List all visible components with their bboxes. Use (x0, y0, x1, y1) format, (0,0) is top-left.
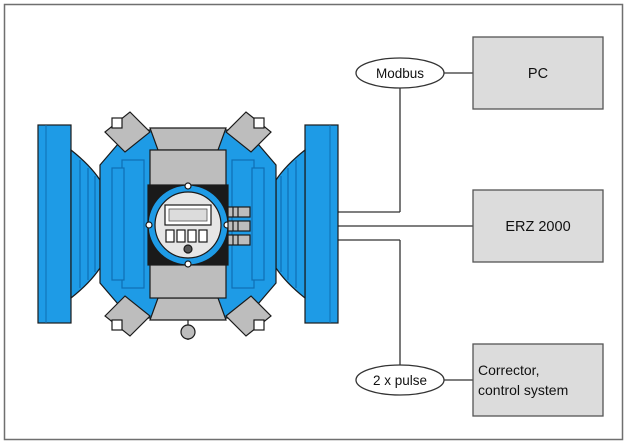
right-flange (304, 124, 339, 324)
left-flange (37, 124, 72, 324)
top-cover (149, 127, 227, 151)
erz-box (472, 189, 604, 263)
corner-clamps (104, 111, 272, 337)
corrector-label-line1: Corrector, (478, 362, 539, 378)
pc-label: PC (528, 66, 548, 82)
bottom-cover (149, 297, 227, 321)
modbus-label: Modbus (376, 66, 424, 81)
pulse-label: 2 x pulse (373, 373, 427, 388)
corrector-label-line2: control system (478, 382, 568, 398)
modbus-ellipse (355, 57, 445, 89)
keypad-buttons (165, 229, 208, 243)
pc-box (472, 36, 604, 110)
pulse-ellipse (355, 364, 445, 396)
corrector-box (472, 343, 604, 417)
erz-label: ERZ 2000 (505, 219, 570, 235)
cable-glands (227, 206, 251, 246)
drain-plug (180, 324, 196, 340)
flow-meter-illustration (37, 111, 339, 340)
